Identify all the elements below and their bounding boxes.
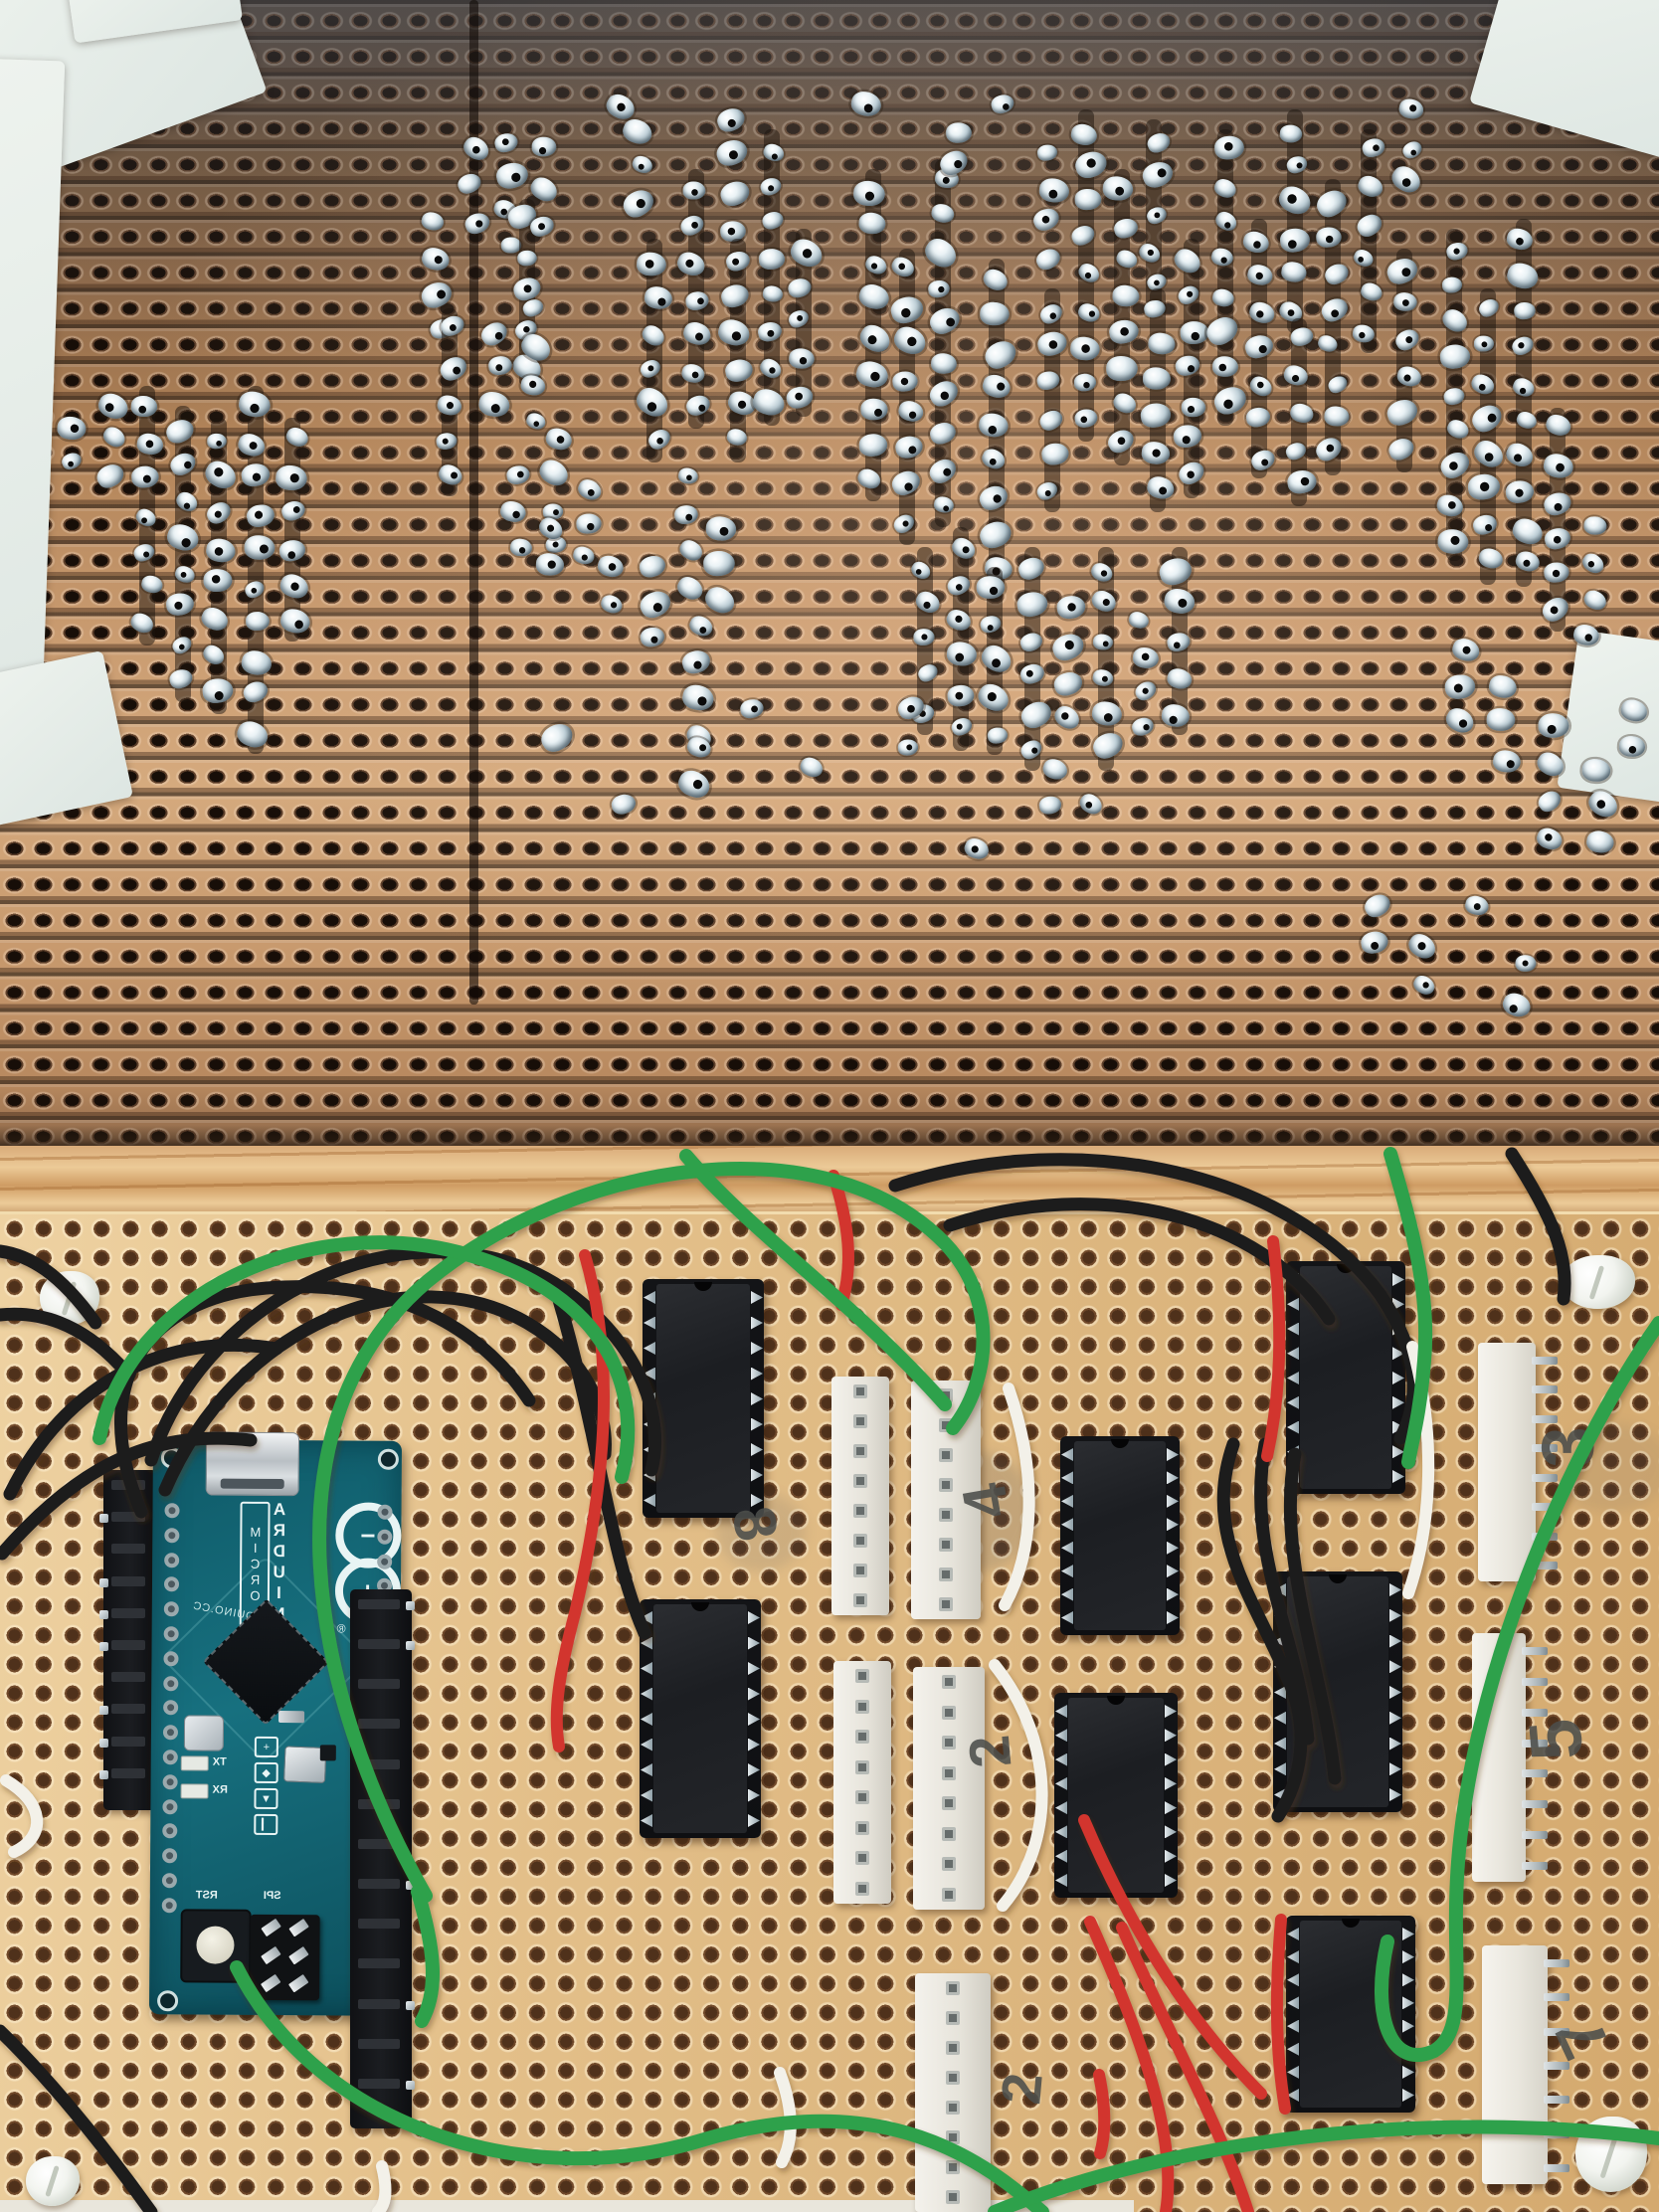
jumper-wire: [0, 2031, 151, 2212]
jumper-wire: [10, 1345, 276, 1494]
jumper-wire: [6, 1780, 37, 1852]
jumper-wire: [237, 1967, 1042, 2212]
jumper-wire: [378, 2166, 385, 2212]
jumper-wire: [1267, 1241, 1279, 1456]
jumper-wire: [833, 1176, 848, 1305]
jumper-wire: [686, 1156, 945, 1404]
jumper-wire: [1099, 2075, 1104, 2153]
jumper-wire: [995, 2126, 1659, 2212]
jumper-wire: [995, 1665, 1042, 1906]
jumper-wire: [1512, 1154, 1565, 1299]
jumper-wire: [418, 1892, 433, 2021]
jumper-wire: [1277, 1920, 1285, 2109]
jumper-wire: [1005, 1388, 1029, 1605]
jumper-wire: [319, 1169, 983, 1896]
